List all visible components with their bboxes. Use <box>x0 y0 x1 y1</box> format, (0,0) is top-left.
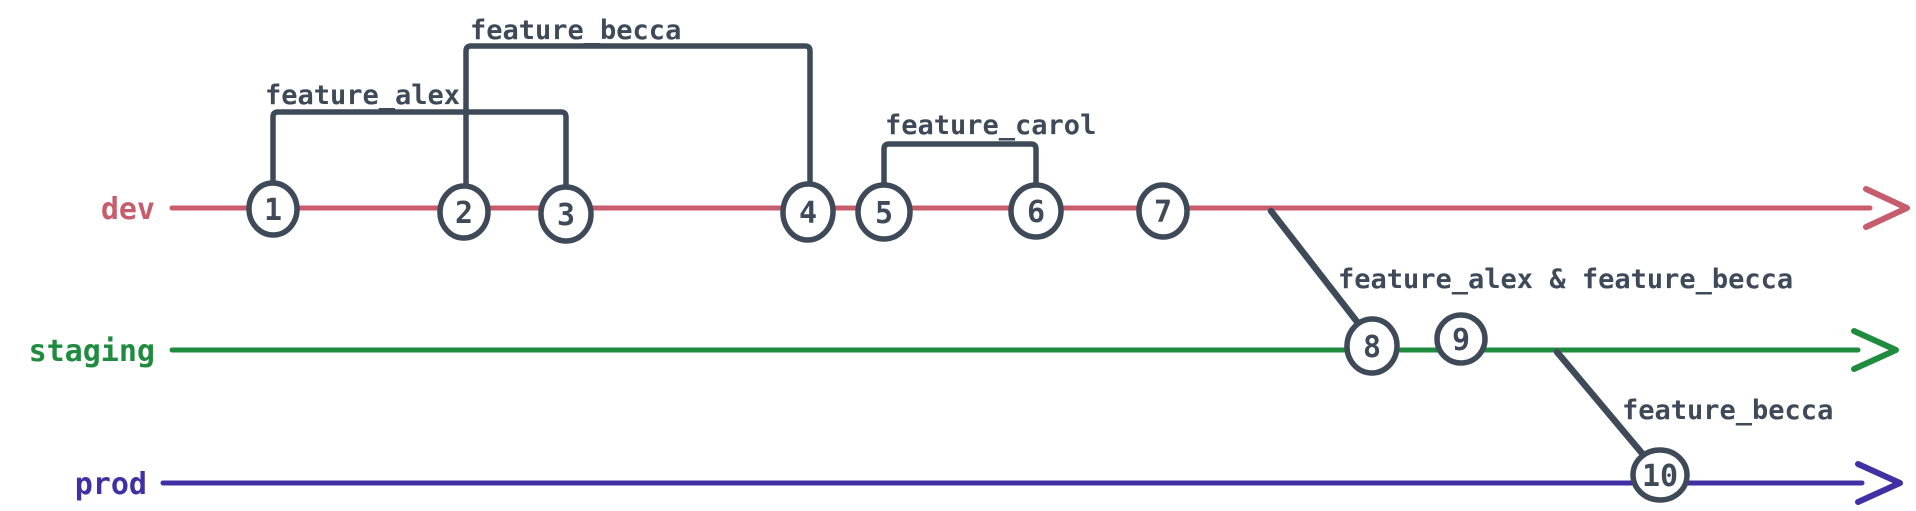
merge-prod-label: feature_becca <box>1622 395 1833 426</box>
commit-number-2: 2 <box>455 196 473 231</box>
merge-diagonal-staging-to-prod <box>1553 348 1650 462</box>
merge-staging-label: feature_alex & feature_becca <box>1338 264 1793 295</box>
dev-branch-label: dev <box>101 192 155 227</box>
commit-node-10: 10 <box>1630 447 1690 503</box>
prod-branch-label: prod <box>75 467 147 502</box>
commit-node-3: 3 <box>538 184 594 244</box>
commit-node-4: 4 <box>780 181 836 243</box>
feature-alex-bracket <box>270 109 569 194</box>
commit-number-7: 7 <box>1154 195 1172 230</box>
commit-number-10: 10 <box>1642 459 1678 494</box>
feature-becca-label: feature_becca <box>470 15 681 46</box>
feature-alex-label: feature_alex <box>265 80 460 111</box>
commit-number-9: 9 <box>1452 323 1470 358</box>
commit-number-3: 3 <box>557 198 575 233</box>
merge-diagonal-dev-to-staging <box>1267 207 1362 327</box>
commit-node-8: 8 <box>1344 316 1400 376</box>
commit-number-5: 5 <box>875 196 893 231</box>
commit-node-7: 7 <box>1136 182 1190 240</box>
commit-node-9: 9 <box>1434 312 1488 366</box>
commit-number-8: 8 <box>1363 330 1381 365</box>
commit-node-2: 2 <box>437 183 491 241</box>
feature-carol-bracket <box>881 141 1039 191</box>
feature-becca-bracket <box>463 43 813 192</box>
commit-node-5: 5 <box>855 182 913 242</box>
commit-number-1: 1 <box>264 193 282 228</box>
commit-number-6: 6 <box>1027 195 1045 230</box>
staging-branch-label: staging <box>29 334 155 369</box>
commit-number-4: 4 <box>799 196 817 231</box>
commit-node-6: 6 <box>1008 182 1064 240</box>
commit-node-1: 1 <box>246 180 300 238</box>
prod-arrow-icon <box>1855 461 1903 505</box>
dev-arrow-icon <box>1863 186 1910 230</box>
feature-carol-label: feature_carol <box>885 110 1096 141</box>
staging-arrow-icon <box>1851 328 1899 372</box>
